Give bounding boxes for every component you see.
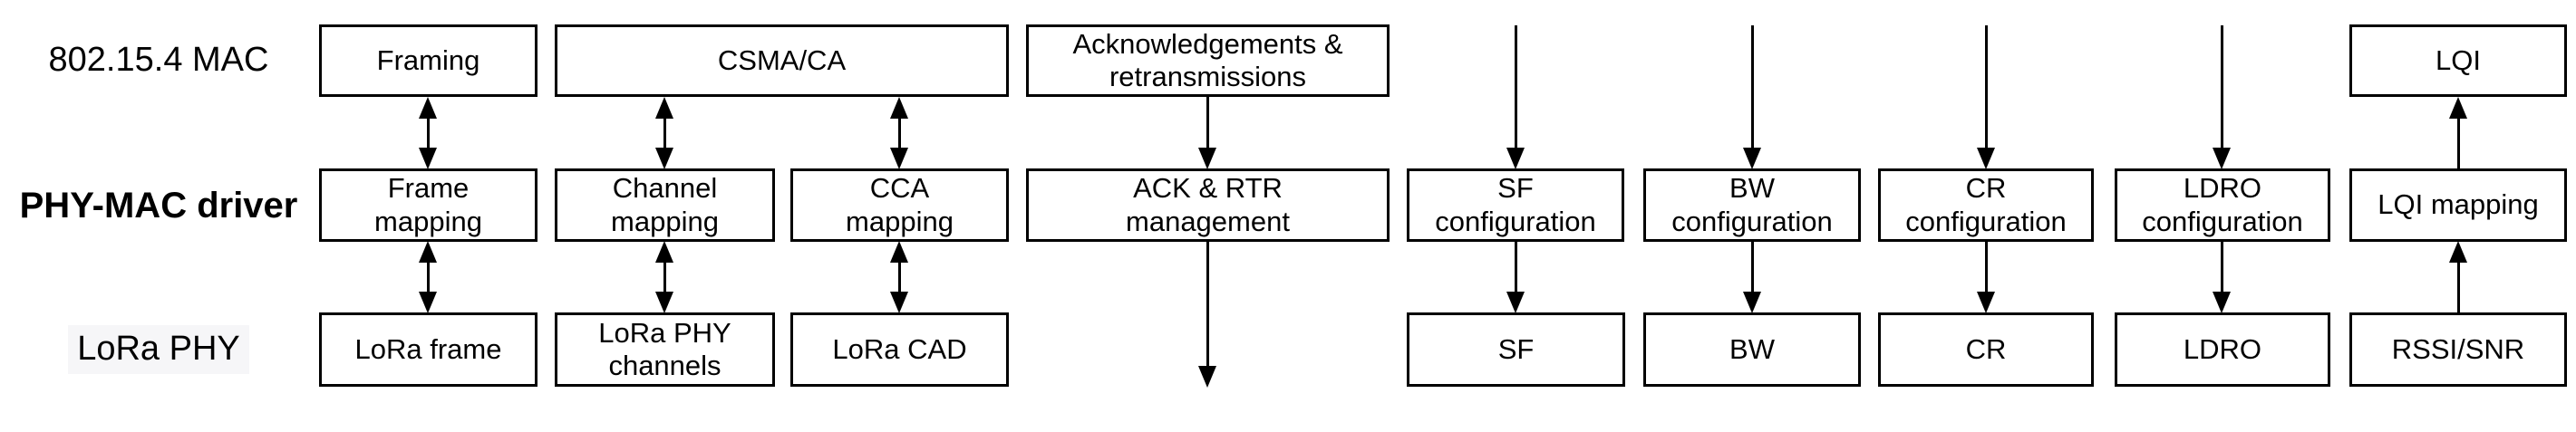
arrow-ldro-configuration-ldro — [2213, 241, 2231, 313]
row-label-802154-mac-text: 802.15.4 MAC — [48, 41, 269, 80]
box-channel-mapping: Channel mapping — [555, 168, 775, 242]
box-lqi: LQI — [2349, 24, 2567, 97]
arrowhead-up-icon — [419, 241, 437, 263]
arrowhead-down-icon — [2213, 292, 2231, 313]
box-lora-frame: LoRa frame — [319, 312, 537, 387]
box-acknowledgements-retransmissions: Acknowledgements & retransmissions — [1026, 24, 1390, 97]
box-lora-cad: LoRa CAD — [790, 312, 1009, 387]
arrowhead-down-icon — [419, 292, 437, 313]
arrow-top-cr-configuration — [1977, 25, 1995, 169]
arrowhead-up-icon — [419, 97, 437, 119]
arrow-top-ldro-configuration — [2213, 25, 2231, 169]
arrowhead-down-icon — [655, 148, 673, 169]
box-bw-configuration: BW configuration — [1643, 168, 1861, 242]
box-lqi-mapping: LQI mapping — [2349, 168, 2567, 242]
box-cr-configuration: CR configuration — [1878, 168, 2094, 242]
row-label-phy-mac-driver-text: PHY-MAC driver — [19, 185, 298, 226]
arrow-ack-retransmissions-ack-rtr — [1198, 97, 1216, 169]
box-sf: SF — [1407, 312, 1625, 387]
box-bw: BW — [1643, 312, 1861, 387]
arrow-lqi-mapping-lqi — [2449, 97, 2467, 169]
box-lora-phy-channels: LoRa PHY channels — [555, 312, 775, 387]
arrowhead-down-icon — [2213, 148, 2231, 169]
arrowhead-up-icon — [890, 97, 908, 119]
box-rssi-snr: RSSI/SNR — [2349, 312, 2567, 387]
row-label-phy-mac-driver: PHY-MAC driver — [18, 168, 299, 242]
arrowhead-down-icon — [655, 292, 673, 313]
row-label-lora-phy: LoRa PHY — [18, 312, 299, 387]
box-csma-ca: CSMA/CA — [555, 24, 1009, 97]
arrow-top-sf-configuration — [1506, 25, 1525, 169]
row-label-802154-mac: 802.15.4 MAC — [18, 24, 299, 97]
arrow-ack-rtr-down-to-phy — [1198, 241, 1216, 388]
arrowhead-up-icon — [655, 241, 673, 263]
arrow-cca-mapping-lora-cad — [890, 241, 908, 313]
arrow-sf-configuration-sf — [1506, 241, 1525, 313]
box-ldro-configuration: LDRO configuration — [2115, 168, 2330, 242]
arrowhead-up-icon — [2449, 97, 2467, 119]
arrow-rssi-snr-lqi-mapping — [2449, 241, 2467, 313]
arrow-framing-frame-mapping — [419, 97, 437, 169]
box-ack-rtr-management: ACK & RTR management — [1026, 168, 1390, 242]
box-cr: CR — [1878, 312, 2094, 387]
box-ldro: LDRO — [2115, 312, 2330, 387]
arrow-bw-configuration-bw — [1743, 241, 1761, 313]
arrowhead-up-icon — [890, 241, 908, 263]
arrow-top-bw-configuration — [1743, 25, 1761, 169]
box-cca-mapping: CCA mapping — [790, 168, 1009, 242]
arrow-cr-configuration-cr — [1977, 241, 1995, 313]
arrowhead-down-icon — [1977, 148, 1995, 169]
arrow-frame-mapping-lora-frame — [419, 241, 437, 313]
arrowhead-down-icon — [1198, 366, 1216, 388]
arrowhead-down-icon — [890, 292, 908, 313]
arrowhead-down-icon — [419, 148, 437, 169]
arrowhead-down-icon — [1743, 292, 1761, 313]
box-framing: Framing — [319, 24, 537, 97]
arrowhead-down-icon — [890, 148, 908, 169]
arrowhead-down-icon — [1743, 148, 1761, 169]
arrowhead-down-icon — [1506, 292, 1525, 313]
arrowhead-down-icon — [1506, 148, 1525, 169]
arrowhead-down-icon — [1977, 292, 1995, 313]
box-sf-configuration: SF configuration — [1407, 168, 1624, 242]
arrowhead-up-icon — [2449, 241, 2467, 263]
arrow-channel-mapping-lora-phy-channels — [655, 241, 673, 313]
arrow-csma-channel-mapping — [655, 97, 673, 169]
arrowhead-up-icon — [655, 97, 673, 119]
box-frame-mapping: Frame mapping — [319, 168, 537, 242]
arrow-csma-cca-mapping — [890, 97, 908, 169]
row-label-lora-phy-text: LoRa PHY — [68, 325, 249, 374]
arrowhead-down-icon — [1198, 148, 1216, 169]
